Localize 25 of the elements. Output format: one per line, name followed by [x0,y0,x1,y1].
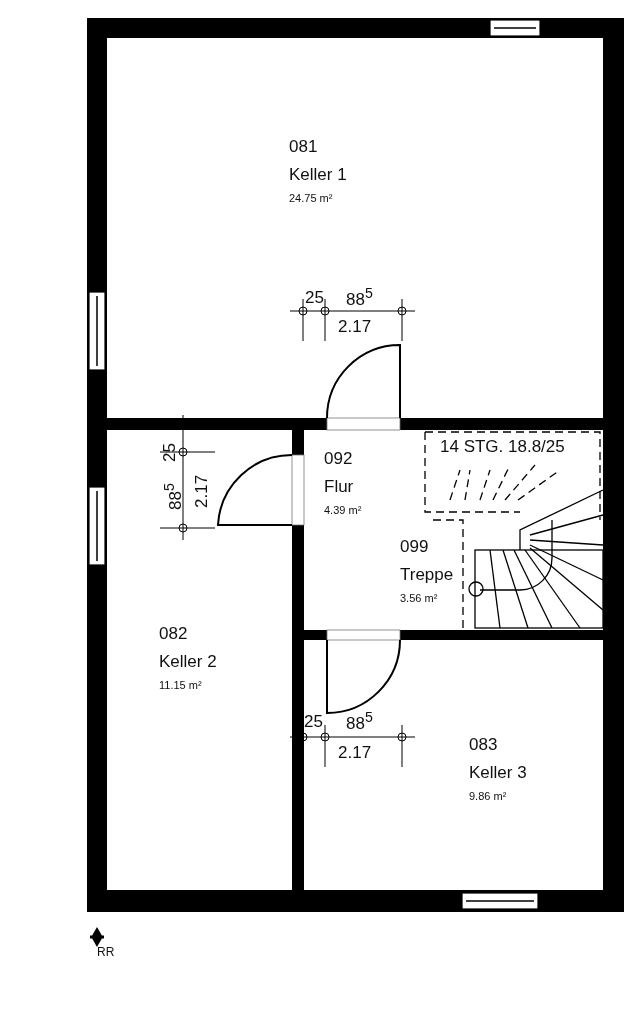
dimension-value: 25 [305,289,324,306]
room-area: 3.56 m² [400,593,438,604]
room-name: Keller 2 [159,653,217,670]
reference-point-label: 25 [304,713,323,730]
room-name: Keller 3 [469,764,527,781]
stair-annotation: 14 STG. 18.8/25 [440,438,565,455]
room-area: 9.86 m² [469,791,507,802]
room-number: 082 [159,625,188,642]
room-number: 099 [400,538,429,555]
dimension-value: 88$^{5}$ [346,710,373,732]
room-name: Flur [324,478,354,495]
room-number: 081 [289,138,318,155]
room-name: Treppe [400,566,454,583]
room-number: 092 [324,450,353,467]
room-area: 4.39 m² [324,505,362,516]
dimension-value: 2.17 [338,318,372,335]
room-area: 11.15 m² [159,680,202,691]
dimension-value: RR [97,946,115,958]
dimension-value: 2.17 [193,474,210,508]
room-number: 083 [469,736,498,753]
dimension-value: 2.17 [338,744,372,761]
room-name: Keller 1 [289,166,347,183]
dimension-value: 88$^{5}$ [346,286,373,308]
dimension-value: 25 [161,443,178,462]
room-area: 24.75 m² [289,193,333,204]
